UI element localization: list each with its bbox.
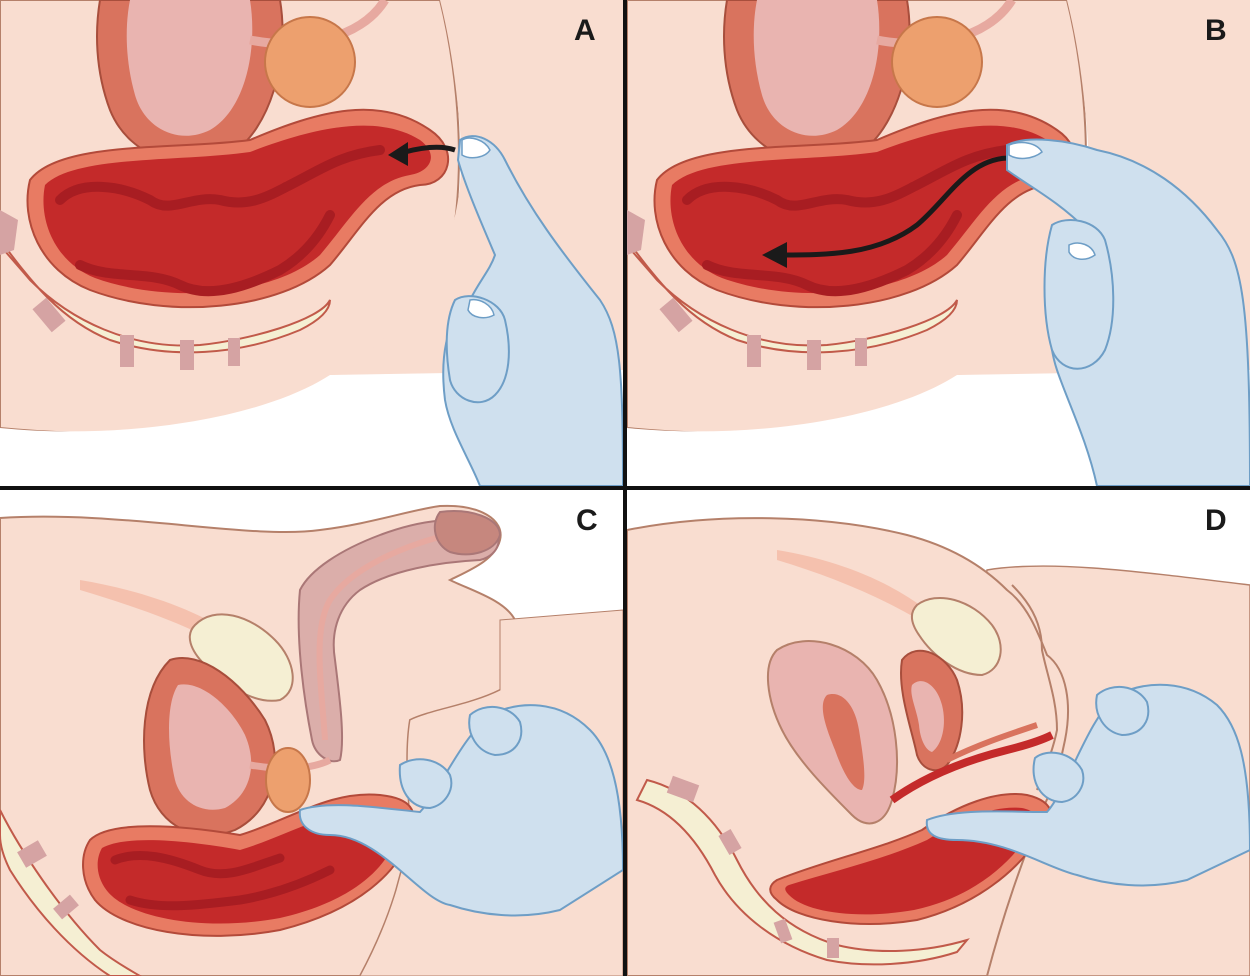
rectum-folds — [682, 145, 1012, 297]
glans — [433, 510, 502, 556]
gloved-hand — [442, 135, 623, 486]
sacrum-coccyx — [0, 809, 142, 976]
panel-a-illustration — [0, 0, 623, 486]
panel-d-illustration — [627, 517, 1250, 976]
panel-letter-b: B — [1205, 14, 1227, 47]
sweep-arrowhead — [762, 242, 787, 268]
panel-letter-c: C — [576, 504, 598, 537]
sacrum-coccyx — [635, 775, 970, 966]
sacrum-coccyx — [627, 238, 958, 370]
urethra-penile — [316, 529, 461, 741]
rectum-folds — [55, 145, 385, 297]
panel-b-illustration — [627, 0, 1250, 486]
sacrum-coccyx — [0, 238, 331, 370]
prostate — [264, 16, 356, 108]
pubic-fat — [777, 550, 927, 620]
horizontal-divider — [0, 486, 1250, 490]
gloved-hand — [298, 704, 623, 917]
pelvic-bone — [0, 210, 18, 255]
prostate — [891, 16, 983, 108]
panel-letter-a: A — [574, 14, 596, 47]
panel-c-illustration — [0, 504, 623, 976]
panel-a: A — [0, 0, 623, 486]
pubic-bone — [911, 596, 1002, 677]
pubic-bone — [188, 613, 294, 702]
bladder-lumen — [753, 0, 880, 136]
rectal-arrowhead — [388, 142, 408, 166]
sweep-arrow — [781, 155, 1008, 258]
gloved-hand — [925, 683, 1250, 887]
uterine-cavity — [822, 694, 865, 790]
panel-d: D — [627, 490, 1250, 976]
panel-b: B — [627, 0, 1250, 486]
bladder-lumen — [126, 0, 253, 136]
panel-letter-d: D — [1205, 504, 1227, 537]
rectum-folds — [110, 850, 335, 911]
bladder-lumen — [911, 681, 944, 752]
urethra — [945, 722, 1038, 763]
prostate — [265, 747, 311, 813]
panel-c: C — [0, 490, 623, 976]
bladder-lumen — [169, 684, 252, 810]
vagina — [889, 731, 1054, 804]
gloved-hand — [1006, 138, 1250, 486]
rectal-arrow — [404, 144, 456, 155]
pelvic-bone — [627, 210, 645, 255]
